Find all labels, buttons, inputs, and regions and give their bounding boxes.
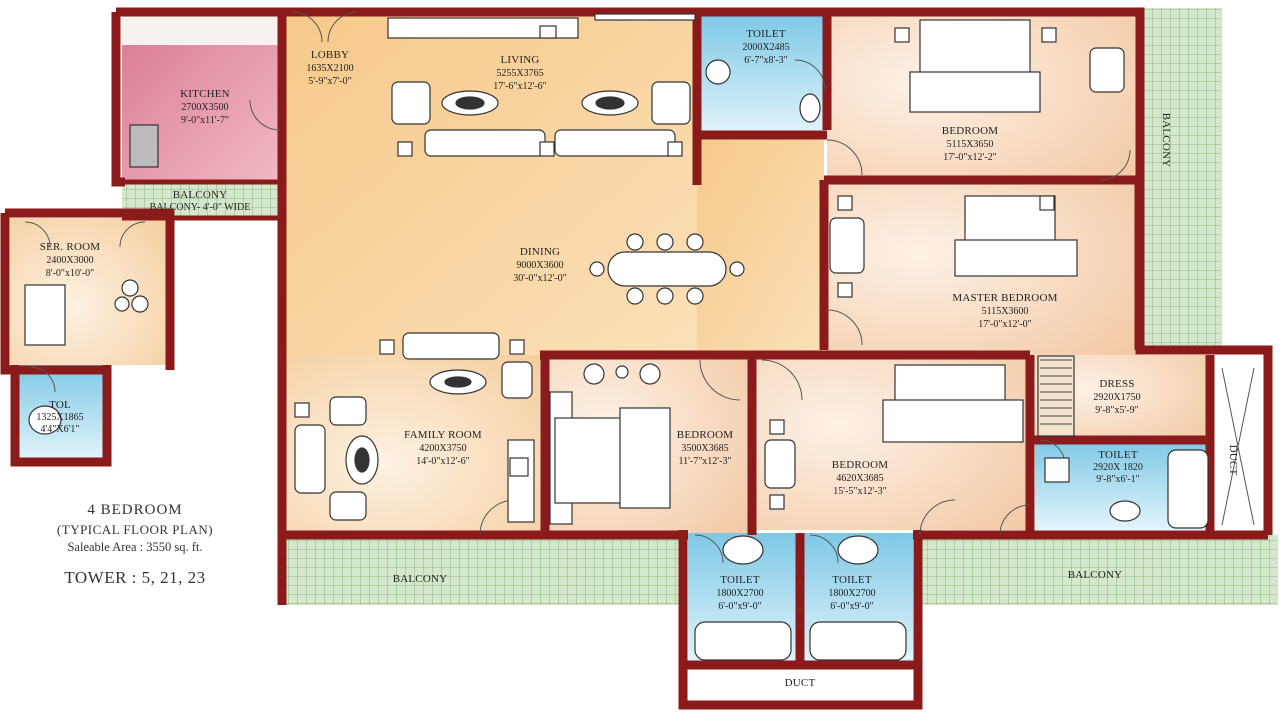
dining-name: DINING (520, 246, 560, 258)
dress-name: DRESS (1099, 378, 1134, 390)
duct-bottom-name: DUCT (785, 677, 816, 689)
caption-tower: TOWER : 5, 21, 23 (64, 568, 206, 587)
master-bedroom-dims: 17'-0"x12'-0" (978, 319, 1031, 330)
toilet-b1-name: TOILET (720, 574, 760, 586)
bedroom-right-dims: 15'-5"x12'-3" (833, 486, 886, 497)
dress-size: 2920X1750 (1093, 392, 1140, 403)
duct-bottom-floor (688, 668, 913, 700)
bedroom-mid-dims: 11'-7"x12'-3" (678, 456, 731, 467)
bedroom-mid-name: BEDROOM (677, 429, 733, 441)
toilet-b1-dims: 6'-0"x9'-0" (718, 601, 761, 612)
kitchen-size: 2700X3500 (181, 102, 228, 113)
living-name: LIVING (500, 54, 539, 66)
balcony-bottom-right-name: BALCONY (1068, 569, 1123, 581)
lobby-dims: 5'-9"x7'-0" (308, 76, 351, 87)
toilet-b2-name: TOILET (832, 574, 872, 586)
family-room-name: FAMILY ROOM (404, 429, 482, 441)
ser-room-name: SER. ROOM (40, 241, 100, 253)
bedroom-mid-size: 3500X3685 (681, 443, 728, 454)
caption-title: 4 BEDROOM (87, 502, 183, 518)
tol-dims: 4'4"X6'1" (41, 424, 80, 435)
dining-floor (697, 135, 824, 355)
kitchen-counter (122, 15, 282, 45)
kitchen-dims: 9'-0"x11'-7" (181, 115, 229, 126)
toilet-right-dims: 9'-8"x6'-1" (1096, 474, 1139, 485)
room-labels: LOBBY 1635X2100 5'-9"x7'-0" LIVING 5255X… (36, 28, 1239, 689)
toilet-top-name: TOILET (746, 28, 786, 40)
balcony-right-name: BALCONY (1160, 113, 1172, 168)
toilet-right-size: 2920X 1820 (1093, 462, 1143, 473)
door-swings (24, 11, 1131, 564)
lobby-size: 1635X2100 (306, 63, 353, 74)
bedroom-top-dims: 17'-0"x12'-2" (943, 152, 996, 163)
tol-name: TOL (49, 399, 71, 411)
balcony-small-name: BALCONY (173, 189, 228, 201)
toilet-b1-size: 1800X2700 (716, 588, 763, 599)
living-size: 5255X3765 (496, 68, 543, 79)
toilet-b2-dims: 6'-0"x9'-0" (830, 601, 873, 612)
bedroom-top-name: BEDROOM (942, 125, 998, 137)
kitchen-name: KITCHEN (180, 88, 230, 100)
dining-size: 9000X3600 (516, 260, 563, 271)
master-bedroom-size: 5115X3600 (982, 306, 1029, 317)
stair-hatch (1040, 359, 1072, 425)
ser-room-size: 2400X3000 (46, 255, 93, 266)
bedroom-right-size: 4620X3685 (836, 473, 883, 484)
toilet-top-size: 2000X2485 (742, 42, 789, 53)
duct-right-name: DUCT (1227, 445, 1239, 476)
caption-subtitle: (TYPICAL FLOOR PLAN) (56, 522, 214, 537)
balcony-bottom-right-area (918, 535, 1278, 605)
walls (0, 7, 1273, 710)
living-dims: 17'-6"x12'-6" (493, 81, 546, 92)
dining-dims: 30'-0"x12'-0" (513, 273, 566, 284)
furniture (24, 13, 1209, 661)
toilet-top-dims: 6'-7"x8'-3" (744, 55, 787, 66)
ser-room-dims: 8'-0"x10'-0" (46, 268, 94, 279)
duct-right-cross (1221, 367, 1255, 526)
balcony-small-dims: BALCONY- 4'-0" WIDE (150, 202, 251, 213)
master-bedroom-name: MASTER BEDROOM (952, 292, 1057, 304)
family-room-dims: 14'-0"x12'-6" (416, 456, 469, 467)
balcony-bottom-left-area (280, 535, 682, 605)
toilet-right-name: TOILET (1098, 449, 1138, 461)
family-room-size: 4200X3750 (419, 443, 466, 454)
balcony-bottom-left-name: BALCONY (393, 573, 448, 585)
bedroom-right-name: BEDROOM (832, 459, 888, 471)
tol-size: 1325X1865 (36, 412, 83, 423)
lobby-name: LOBBY (311, 49, 349, 61)
caption-area: Saleable Area : 3550 sq. ft. (67, 540, 203, 554)
dress-dims: 9'-8"x5'-9" (1095, 405, 1138, 416)
balcony-right-area (1140, 8, 1222, 346)
bedroom-top-size: 5115X3650 (947, 139, 994, 150)
toilet-b2-size: 1800X2700 (828, 588, 875, 599)
